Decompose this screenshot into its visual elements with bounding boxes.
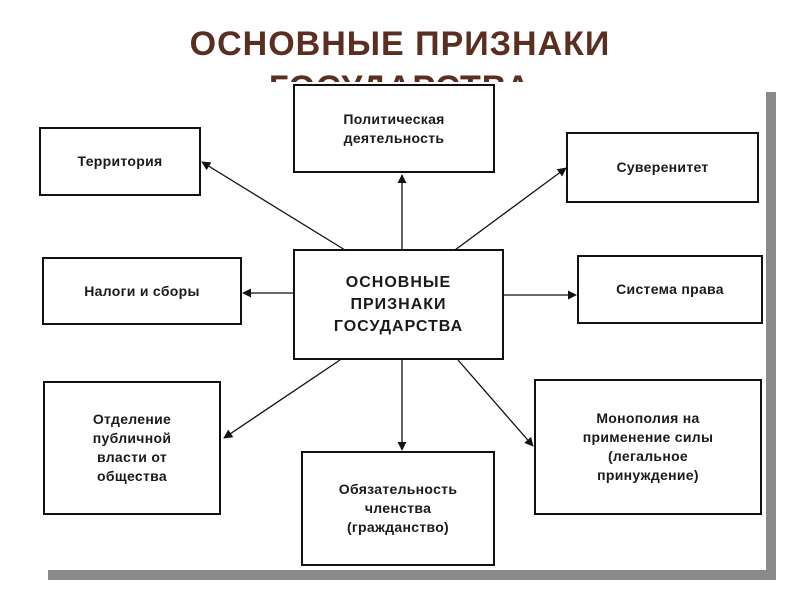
node-sovereignty: Суверенитет — [566, 132, 759, 203]
slide-title-line-2: ГОСУДАРСТВА — [0, 66, 800, 84]
slide-title: ОСНОВНЫЕ ПРИЗНАКИ ГОСУДАРСТВА — [0, 22, 800, 84]
node-legal-system: Система права — [577, 255, 763, 324]
node-center: ОСНОВНЫЕ ПРИЗНАКИ ГОСУДАРСТВА — [293, 249, 504, 360]
arrow-to-separation — [223, 359, 341, 439]
node-taxes: Налоги и сборы — [42, 257, 242, 325]
arrow-to-territory — [201, 161, 346, 251]
node-territory: Территория — [39, 127, 201, 196]
node-separation: Отделение публичной власти от общества — [43, 381, 221, 515]
node-membership: Обязательность членства (гражданство) — [301, 451, 495, 566]
node-political-activity: Политическая деятельность — [293, 84, 495, 173]
slide-title-line-1: ОСНОВНЫЕ ПРИЗНАКИ — [189, 25, 611, 63]
arrow-to-monopoly — [457, 359, 534, 447]
node-monopoly: Монополия на применение силы (легальное … — [534, 379, 762, 515]
arrow-to-sovereignty — [454, 167, 567, 251]
